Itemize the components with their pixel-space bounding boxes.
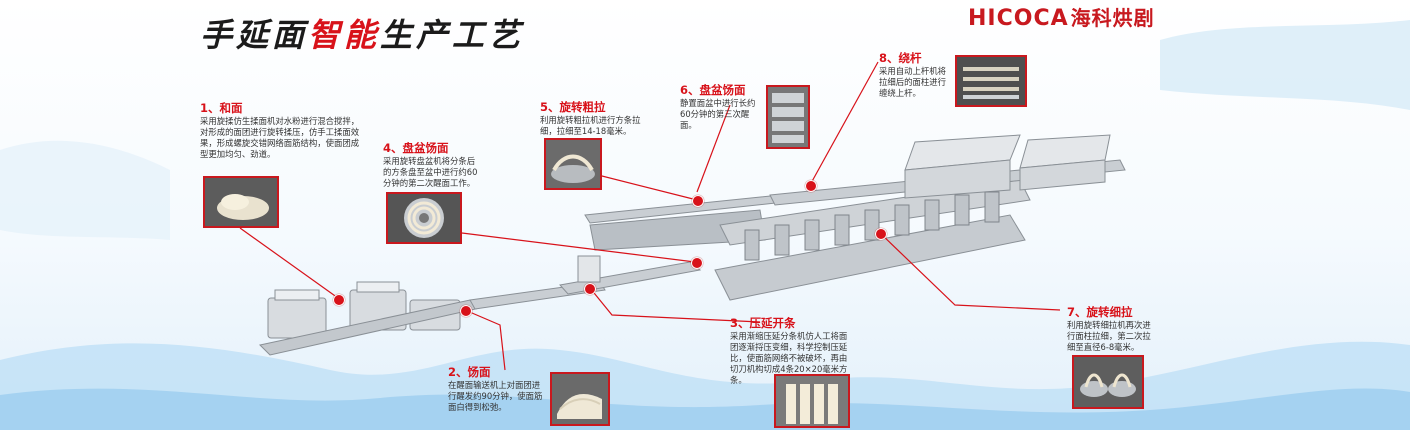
step-8-title: 8、绕杆 <box>879 51 922 65</box>
step-5-label: 5、旋转粗拉 利用旋转粗拉机进行方条拉细，拉细至14-18毫米。 <box>540 100 644 137</box>
step-5-title: 5、旋转粗拉 <box>540 100 606 114</box>
step-5-photo <box>544 138 602 190</box>
step-marker-5 <box>692 195 704 207</box>
step-2-desc: 在醒面输送机上对面团进行醒发约90分钟，使面筋面白得到松弛。 <box>448 380 543 412</box>
step-1-title: 1、和面 <box>200 101 243 115</box>
step-1-photo <box>203 176 279 228</box>
step-4-label: 4、盘盆饧面 采用旋转盘盆机将分条后的方条盘至盆中进行约60分钟的第二次醒面工作… <box>383 141 479 189</box>
step-6-desc: 静置面盆中进行长约60分钟的第三次醒面。 <box>680 98 756 130</box>
step-6-photo <box>766 85 810 149</box>
step-5-desc: 利用旋转粗拉机进行方条拉细，拉细至14-18毫米。 <box>540 115 641 136</box>
step-3-desc: 采用渐缩压延分条机仿人工将面团逐渐捋压变细，科学控制压延比，使面筋网络不被破坏，… <box>730 331 848 385</box>
winding-machines <box>904 134 1111 199</box>
step-marker-4 <box>691 257 703 269</box>
step-7-title: 7、旋转细拉 <box>1067 305 1133 319</box>
step-2-title: 2、饧面 <box>448 365 491 379</box>
step-marker-2 <box>460 305 472 317</box>
step-6-label: 6、盘盆饧面 静置面盆中进行长约60分钟的第三次醒面。 <box>680 83 762 131</box>
step-7-label: 7、旋转细拉 利用旋转细拉机再次进行面柱拉细，第二次拉细至直径6-8毫米。 <box>1067 305 1155 353</box>
step-marker-1 <box>333 294 345 306</box>
step-7-photo <box>1072 355 1144 409</box>
brand-latin: HICOCA <box>968 6 1069 31</box>
step-4-photo <box>386 192 462 244</box>
step-2-label: 2、饧面 在醒面输送机上对面团进行醒发约90分钟，使面筋面白得到松弛。 <box>448 365 548 413</box>
step-4-desc: 采用旋转盘盆机将分条后的方条盘至盆中进行约60分钟的第二次醒面工作。 <box>383 156 478 188</box>
step-8-desc: 采用自动上杆机将拉细后的面柱进行缠绕上杆。 <box>879 66 946 98</box>
step-1-desc: 采用旋揉仿生揉面机对水粉进行混合搅拌，对形成的面团进行旋转揉压，仿手工揉面效果，… <box>200 116 360 159</box>
brand-cn: 海科烘剧 <box>1070 6 1155 30</box>
step-marker-3 <box>584 283 596 295</box>
step-2-photo <box>550 372 610 426</box>
step-3-photo <box>774 374 850 428</box>
step-4-title: 4、盘盆饧面 <box>383 141 449 155</box>
step-marker-6 <box>805 180 817 192</box>
mixer-machines <box>258 281 482 356</box>
step-7-desc: 利用旋转细拉机再次进行面柱拉细，第二次拉细至直径6-8毫米。 <box>1067 320 1151 352</box>
step-3-label: 3、压延开条 采用渐缩压延分条机仿人工将面团逐渐捋压变细，科学控制压延比，使面筋… <box>730 316 852 386</box>
fine-stretch-units <box>744 191 1000 261</box>
step-marker-7 <box>875 228 887 240</box>
step-1-label: 1、和面 采用旋揉仿生揉面机对水粉进行混合搅拌，对形成的面团进行旋转揉压，仿手工… <box>200 101 362 160</box>
page-title: 手延面智能生产工艺 <box>200 16 525 54</box>
step-8-photo <box>955 55 1027 107</box>
step-8-label: 8、绕杆 采用自动上杆机将拉细后的面柱进行缠绕上杆。 <box>879 51 951 99</box>
step-6-title: 6、盘盆饧面 <box>680 83 746 97</box>
step-3-title: 3、压延开条 <box>730 316 796 330</box>
